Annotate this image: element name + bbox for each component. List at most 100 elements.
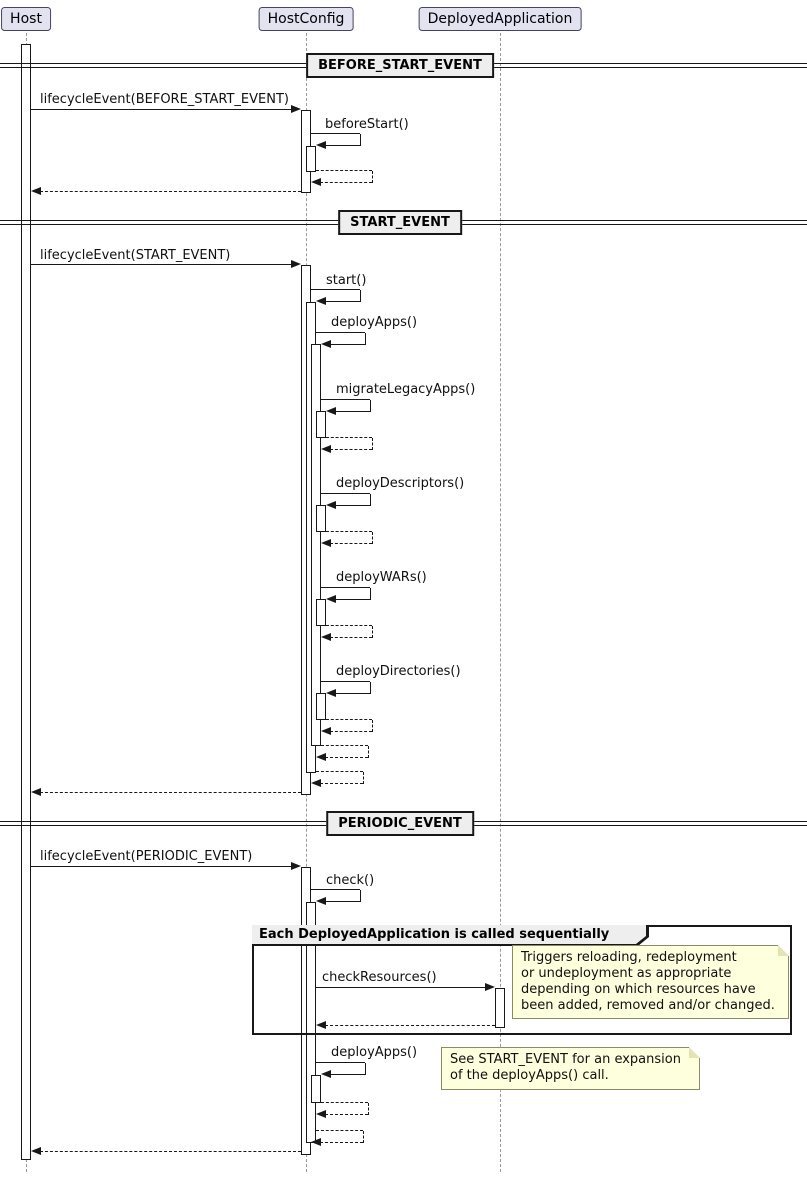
arrow-deploy-apps-line [330, 344, 365, 345]
arrow-deploy-apps-line [316, 332, 365, 333]
arrow-start-line [360, 290, 361, 302]
return-deploy-apps-periodic-line [368, 1103, 369, 1115]
return-deploy-apps-arrowhead [316, 753, 326, 761]
return-check-line [320, 1142, 363, 1143]
arrow-check-line [360, 890, 361, 902]
message-label-deploy_directories: deployDirectories() [336, 664, 461, 679]
message-label-check: check() [326, 873, 375, 888]
arrow-lifecycle-periodic-line [31, 866, 293, 867]
divider-start-event: START_EVENT [338, 210, 462, 235]
arrow-start-line [311, 289, 360, 290]
return-start-line [320, 783, 363, 784]
arrow-deploy-descriptors-line [335, 505, 370, 506]
return-before-start-arrowhead [311, 178, 321, 186]
return-deploy-wars-line [326, 625, 372, 626]
note-deploy-apps: See START_EVENT for an expansion of the … [441, 1047, 700, 1090]
participant-host: Host [1, 7, 51, 31]
return-deploy-apps-periodic-line [321, 1102, 368, 1103]
participant-host-label: Host [10, 11, 42, 27]
return-deploy-descriptors-line [330, 543, 372, 544]
return-lifecycle-before-arrowhead [31, 187, 41, 195]
arrow-deploy-directories-line [321, 681, 370, 682]
return-deploy-wars-arrowhead [321, 633, 331, 641]
return-deploy-directories-line [326, 719, 372, 720]
arrow-deploy-directories-line [335, 693, 370, 694]
arrow-before-start-line [311, 133, 360, 134]
return-lifecycle-start-line [40, 792, 301, 793]
return-lifecycle-start-arrowhead [31, 788, 41, 796]
arrow-deploy-apps-arrowhead [321, 340, 331, 348]
divider-periodic-event: PERIODIC_EVENT [326, 811, 474, 836]
return-migrate-legacy-apps-line [372, 438, 373, 450]
arrow-lifecycle-periodic-arrowhead [291, 862, 301, 870]
return-deploy-directories-arrowhead [321, 727, 331, 735]
arrow-lifecycle-before-line [31, 109, 293, 110]
activation-host [21, 44, 31, 1160]
return-deploy-apps-line [325, 757, 368, 758]
arrow-check-resources-line [316, 987, 487, 988]
arrow-migrate-legacy-apps-line [335, 411, 370, 412]
activation-deployapps [311, 344, 321, 746]
return-before-start-line [372, 171, 373, 183]
message-label-start: start() [326, 273, 367, 288]
arrow-deploy-descriptors-line [370, 494, 371, 506]
activation-deployedapplication [495, 988, 505, 1028]
return-deploy-apps-periodic-arrowhead [316, 1110, 326, 1118]
return-deploy-descriptors-line [372, 532, 373, 544]
return-check-resources-arrowhead [316, 1021, 326, 1029]
arrow-deploy-apps-periodic-line [330, 1074, 365, 1075]
return-lifecycle-before-line [40, 191, 301, 192]
arrow-migrate-legacy-apps-line [321, 399, 370, 400]
return-check-arrowhead [311, 1138, 321, 1146]
arrow-deploy-descriptors-arrowhead [326, 501, 336, 509]
activation-deploydescriptors [316, 505, 326, 532]
arrow-before-start-line [360, 134, 361, 146]
return-deploy-directories-line [330, 731, 372, 732]
arrow-deploy-apps-periodic-line [365, 1063, 366, 1075]
activation-deploywars [316, 599, 326, 626]
participant-hostconfig: HostConfig [258, 7, 354, 31]
return-before-start-line [316, 170, 372, 171]
arrow-start-arrowhead [316, 297, 326, 305]
message-label-deploy_apps_periodic: deployApps() [331, 1045, 418, 1060]
message-label-lifecycle_before: lifecycleEvent(BEFORE_START_EVENT) [40, 92, 289, 107]
arrow-migrate-legacy-apps-arrowhead [326, 407, 336, 415]
arrow-check-line [311, 889, 360, 890]
arrow-start-line [325, 301, 360, 302]
return-deploy-wars-line [330, 637, 372, 638]
return-migrate-legacy-apps-line [326, 437, 372, 438]
return-before-start-line [320, 182, 372, 183]
return-deploy-apps-periodic-line [325, 1114, 368, 1115]
group-header: Each DeployedApplication is called seque… [252, 925, 649, 946]
arrow-deploy-apps-periodic-line [316, 1062, 365, 1063]
arrow-migrate-legacy-apps-line [370, 400, 371, 412]
return-deploy-apps-line [368, 746, 369, 758]
return-lifecycle-periodic-line [40, 1151, 301, 1152]
arrow-deploy-apps-line [365, 333, 366, 345]
return-deploy-directories-line [372, 720, 373, 732]
arrow-deploy-descriptors-line [321, 493, 370, 494]
return-check-resources-line [325, 1025, 495, 1026]
participant-deployedapplication-label: DeployedApplication [427, 11, 573, 27]
group-header-label: Each DeployedApplication is called seque… [252, 925, 646, 944]
arrow-deploy-apps-periodic-arrowhead [321, 1070, 331, 1078]
message-label-lifecycle_start: lifecycleEvent(START_EVENT) [40, 248, 231, 263]
arrow-deploy-wars-line [370, 588, 371, 600]
arrow-deploy-wars-line [321, 587, 370, 588]
arrow-check-arrowhead [316, 897, 326, 905]
deployedapplication-lifeline [500, 33, 501, 1172]
activation-deployapps-periodic [311, 1075, 321, 1103]
activation-migratelegacyapps [316, 411, 326, 438]
message-label-lifecycle_periodic: lifecycleEvent(PERIODIC_EVENT) [40, 849, 253, 864]
return-migrate-legacy-apps-arrowhead [321, 445, 331, 453]
arrow-check-resources-arrowhead [485, 983, 495, 991]
note-check-resources: Triggers reloading, redeployment or unde… [512, 945, 789, 1019]
return-deploy-descriptors-line [326, 531, 372, 532]
return-deploy-apps-line [321, 745, 368, 746]
participant-deployedapplication: DeployedApplication [418, 7, 582, 31]
message-label-before_start: beforeStart() [325, 117, 409, 132]
arrow-lifecycle-before-arrowhead [291, 105, 301, 113]
arrow-deploy-directories-arrowhead [326, 689, 336, 697]
message-label-check_resources: checkResources() [322, 970, 437, 985]
